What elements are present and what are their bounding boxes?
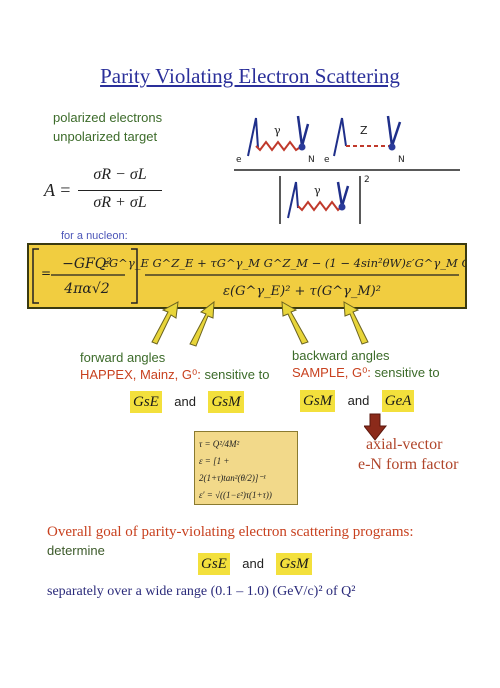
z-exchange-diagram (333, 115, 402, 157)
prefactor-numerator: −GFQ² (62, 256, 112, 272)
epsilon-prime-definition: ε′ = √((1−ε²)τ(1+τ)) (199, 490, 272, 500)
forward-heading: forward angles (80, 350, 166, 365)
nucleon-label-2: N (398, 155, 405, 165)
formula-numerator: εG^γ_E G^Z_E + τG^γ_M G^Z_M − (1 − 4sin²… (103, 256, 465, 270)
forward-formfactors: GsE and GsM (130, 391, 244, 413)
intro-line-2: unpolarized target (53, 129, 158, 144)
goal-range: separately over a wide range (0.1 – 1.0)… (47, 584, 356, 599)
gamma-label-bottom: γ (314, 184, 321, 197)
backward-experiments: SAMPLE, G⁰: (292, 365, 371, 380)
arrow-up-icon (189, 300, 215, 347)
backward-heading: backward angles (292, 348, 390, 363)
backward-sensitive: sensitive to (374, 365, 440, 380)
forward-line: HAPPEX, Mainz, G⁰: sensitive to (80, 367, 269, 383)
forward-and: and (174, 394, 196, 409)
arrow-up-icon (281, 301, 309, 345)
epsilon-definition: ε = [1 + 2(1+τ)tan²(θ/2)]⁻¹ (199, 456, 266, 483)
backward-line: SAMPLE, G⁰: sensitive to (292, 365, 440, 381)
squared-exponent: 2 (364, 175, 370, 185)
backward-ff2: GeA (381, 390, 415, 412)
nucleon-label: for a nucleon: (61, 230, 128, 242)
fraction-bar (78, 190, 162, 191)
forward-experiments: HAPPEX, Mainz, G⁰: (80, 367, 201, 382)
arrows-layer (151, 300, 369, 347)
electron-label-2: e (324, 155, 330, 165)
asymmetry-denominator: σR + σL (93, 194, 147, 211)
backward-ff1: GsM (300, 390, 336, 412)
photon-exchange-diagram (247, 115, 310, 157)
arrow-up-icon (151, 301, 179, 345)
goal-and: and (242, 556, 264, 571)
page-title: Parity Violating Electron Scattering (100, 64, 400, 88)
electron-label-1: e (236, 155, 242, 165)
formula-denominator: ε(G^γ_E)² + τ(G^γ_M)² (223, 284, 381, 299)
goal-line-1: Overall goal of parity-violating electro… (47, 524, 414, 540)
goal-ff1: GsE (198, 553, 230, 575)
axial-line-2: e-N form factor (358, 456, 459, 473)
axial-line-1: axial-vector (366, 436, 443, 453)
formula-svg: = −GFQ² 4πα√2 εG^γ_E G^Z_E + τG^γ_M G^Z_… (32, 248, 500, 304)
arrow-up-icon (343, 301, 369, 345)
backward-formfactors: GsM and GeA (300, 390, 415, 412)
prefactor-denominator: 4πα√2 (63, 281, 109, 297)
forward-ff2: GsM (208, 391, 244, 413)
svg-text:=: = (41, 266, 51, 280)
forward-sensitive: sensitive to (204, 367, 270, 382)
arrow-down-icon (364, 413, 388, 441)
kinematics-box: τ = Q²/4M² ε = [1 + 2(1+τ)tan²(θ/2)]⁻¹ ε… (194, 431, 298, 505)
feynman-diagram: γ e N Z e N γ 2 (234, 115, 460, 224)
goal-ff2: GsM (276, 553, 312, 575)
nucleon-label-1: N (308, 155, 315, 165)
intro-line-1: polarized electrons (53, 110, 163, 125)
backward-and: and (347, 393, 370, 408)
tau-definition: τ = Q²/4M² (199, 439, 240, 449)
goal-line-2: determine (47, 543, 105, 558)
formula-box: = −GFQ² 4πα√2 εG^γ_E G^Z_E + τG^γ_M G^Z_… (27, 243, 500, 309)
asymmetry-lhs: A = (44, 180, 72, 200)
goal-formfactors: GsE and GsM (198, 553, 312, 575)
forward-ff1: GsE (130, 391, 162, 413)
z-label: Z (360, 124, 368, 137)
asymmetry-numerator: σR − σL (93, 166, 147, 183)
gamma-label-top: γ (274, 124, 281, 137)
